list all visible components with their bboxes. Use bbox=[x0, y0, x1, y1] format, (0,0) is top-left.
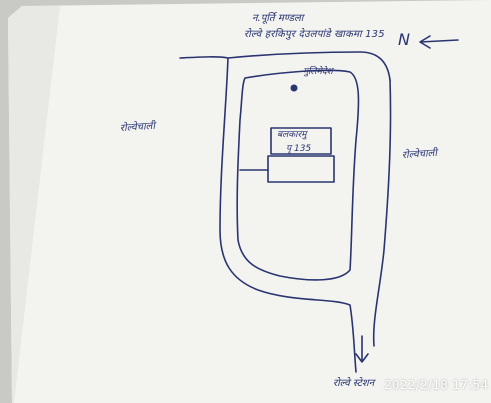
north-label: N bbox=[398, 30, 410, 49]
bottom-road-label: रोल्वे स्टेशन bbox=[333, 378, 375, 389]
shrine-label: गुलिमेदेश bbox=[303, 67, 333, 77]
photo-timestamp: 2022/2/18 17:54 bbox=[384, 378, 489, 392]
plot-label-line-1: बलकारमु bbox=[277, 130, 307, 140]
top-road-upper bbox=[227, 51, 391, 81]
top-heading-line-1: न.पूर्ति मण्डला bbox=[252, 13, 304, 24]
top-heading-line-2: रोल्वे हरकिपुर देउलपांडे खाकमा 135 bbox=[244, 29, 385, 40]
paper-sheet bbox=[8, 0, 491, 403]
plot-label-line-2: पृ 135 bbox=[286, 144, 312, 154]
plot-extension bbox=[267, 155, 335, 183]
north-arrow bbox=[419, 35, 459, 49]
shrine-marker bbox=[290, 84, 298, 92]
inner-loop bbox=[236, 69, 360, 281]
plot-outline bbox=[270, 127, 332, 155]
outer-road-right bbox=[372, 79, 392, 347]
paper-shadow bbox=[8, 6, 60, 403]
south-arrow bbox=[355, 335, 369, 363]
